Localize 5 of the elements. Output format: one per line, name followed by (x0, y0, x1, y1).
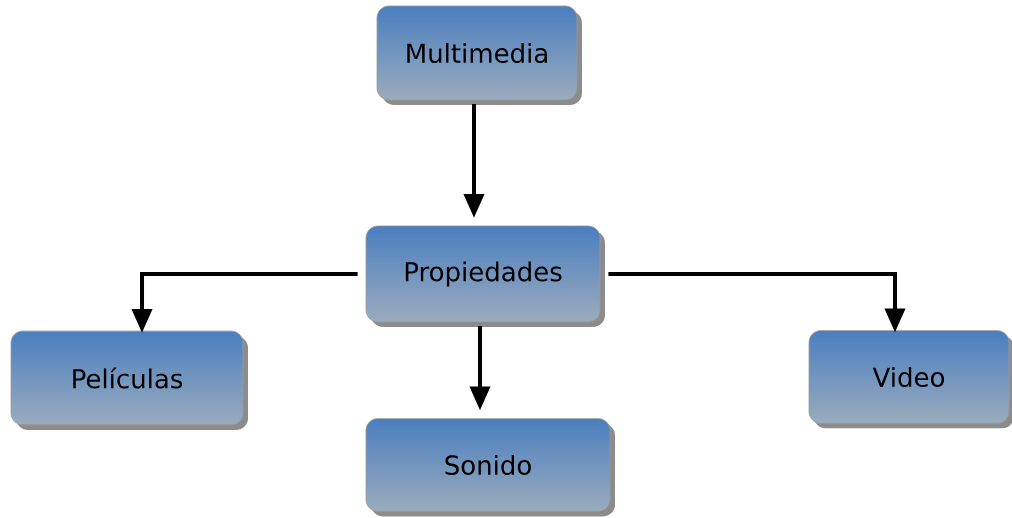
process-box: Sonido (365, 418, 615, 517)
process-box: Películas (10, 330, 248, 430)
process-box: Video (808, 330, 1012, 429)
process-box: Propiedades (365, 225, 605, 327)
process-box: Multimedia (376, 5, 582, 105)
